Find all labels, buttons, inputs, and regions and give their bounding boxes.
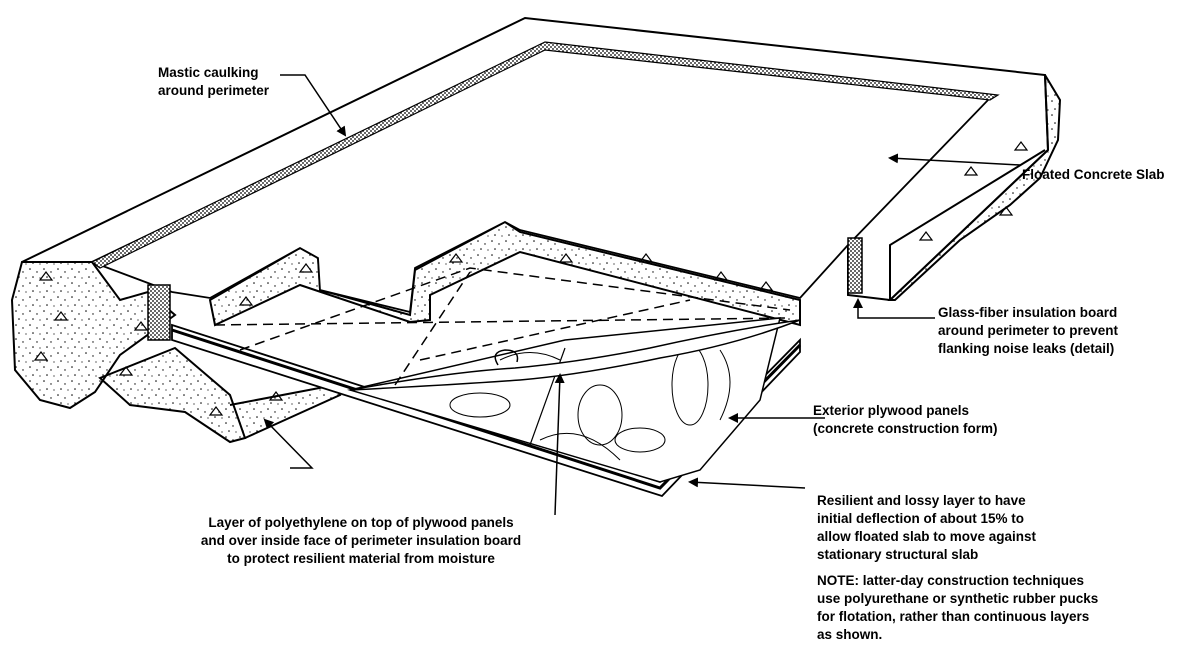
label-line: Exterior plywood panels <box>813 403 970 418</box>
label-line: Resilient and lossy layer to have <box>817 493 1026 508</box>
label-line: Layer of polyethylene on top of plywood … <box>208 515 514 530</box>
label-line: as shown. <box>817 627 883 642</box>
label-glass-fiber: Glass-fiber insulation board around peri… <box>938 304 1118 358</box>
label-line: allow floated slab to move against <box>817 529 1037 544</box>
label-line: and over inside face of perimeter insula… <box>200 533 522 548</box>
insulation-board-right <box>847 237 863 294</box>
label-line: around perimeter <box>158 83 270 98</box>
label-line: initial deflection of about 15% to <box>817 511 1025 526</box>
aggregate-marks <box>33 141 1029 416</box>
label-line: for flotation, rather than continuous la… <box>817 609 1090 624</box>
structural-slab-right-face <box>887 74 1062 301</box>
sheet-seams <box>214 267 791 386</box>
label-line: Floated Concrete Slab <box>1022 167 1165 182</box>
label-line: stationary structural slab <box>817 547 979 562</box>
label-line: Glass-fiber insulation board <box>938 305 1118 320</box>
label-mastic-caulking: Mastic caulking around perimeter <box>158 64 269 100</box>
label-line: use polyurethane or synthetic rubber puc… <box>817 591 1099 606</box>
mastic-strip <box>90 41 1000 269</box>
label-line: (concrete construction form) <box>813 421 998 436</box>
cutaway-front <box>98 346 247 444</box>
label-plywood: Exterior plywood panels (concrete constr… <box>813 402 998 438</box>
structural-slab-left-face <box>10 261 177 410</box>
label-line: around perimeter to prevent <box>938 323 1119 338</box>
label-resilient-layer: Resilient and lossy layer to have initia… <box>817 492 1036 564</box>
wood-grain <box>449 344 731 461</box>
insulation-board-left <box>147 284 171 341</box>
label-polyethylene: Layer of polyethylene on top of plywood … <box>170 514 552 568</box>
polyethylene-curl <box>494 349 519 366</box>
plywood-panel <box>347 317 781 483</box>
label-note: NOTE: latter-day construction techniques… <box>817 572 1098 644</box>
label-floated-slab: Floated Concrete Slab <box>1022 166 1165 184</box>
floated-slab-surface <box>97 47 992 314</box>
label-line: NOTE: latter-day construction techniques <box>817 573 1085 588</box>
label-line: Mastic caulking <box>158 65 259 80</box>
polyethylene-sheet <box>349 319 801 391</box>
label-line: flanking noise leaks (detail) <box>938 341 1115 356</box>
leader-lines <box>263 74 1021 516</box>
label-line: to protect resilient material from moist… <box>227 551 495 566</box>
